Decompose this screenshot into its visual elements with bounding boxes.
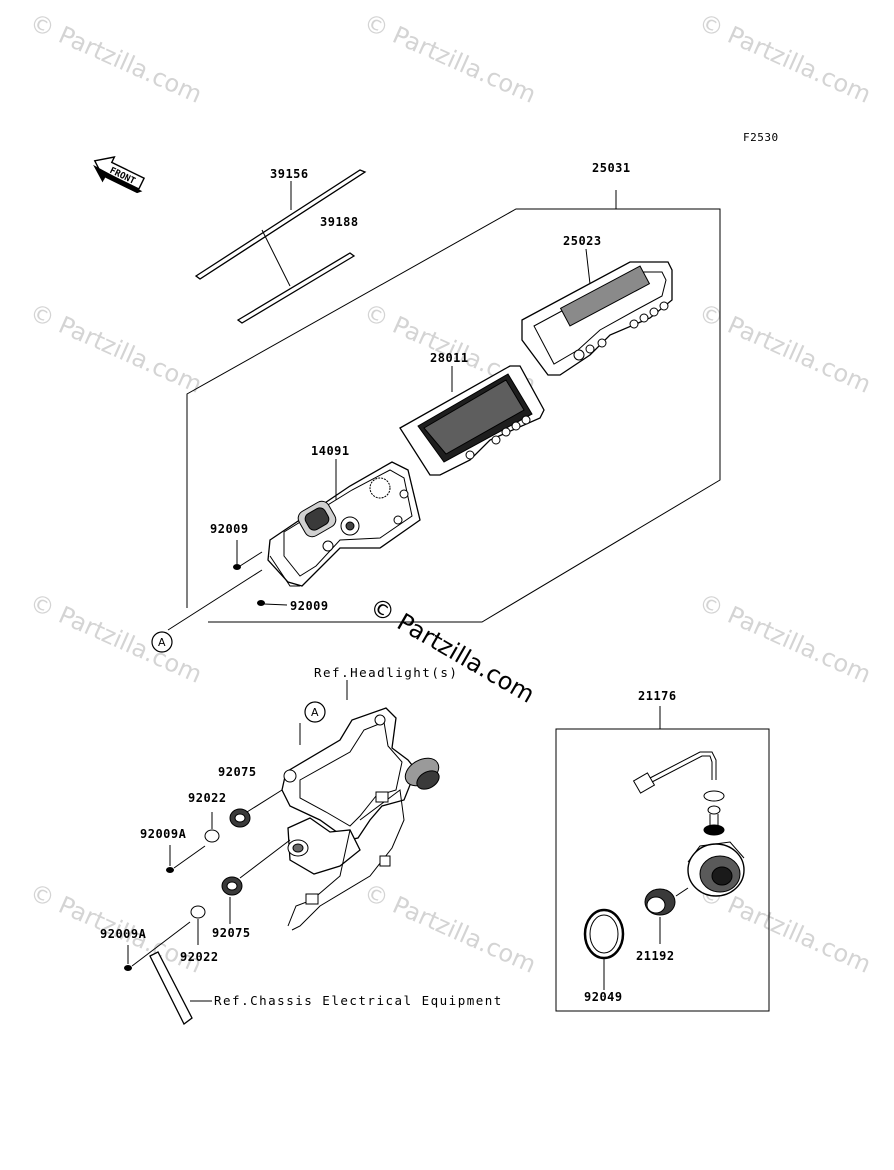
watermark: © Partzilla.com xyxy=(26,298,207,399)
front-arrow-icon: FRONT xyxy=(93,156,146,194)
callout-25031: 25031 xyxy=(592,161,631,175)
part-92049-seal xyxy=(583,908,625,990)
callout-21192: 21192 xyxy=(636,949,675,963)
part-headlight-bracket xyxy=(281,707,440,931)
callout-92009A-a: 92009A xyxy=(140,827,187,841)
callout-28011: 28011 xyxy=(430,351,469,365)
washer-92022-a xyxy=(204,812,220,843)
watermark: © Partzilla.com xyxy=(360,8,541,109)
marker-a-bottom: A xyxy=(299,701,326,745)
callout-92009A-b: 92009A xyxy=(100,927,147,941)
part-39156-glass xyxy=(194,169,367,280)
grommet-92075-b xyxy=(221,839,291,924)
diagram-code: F2530 xyxy=(743,131,779,144)
screw-92009-a xyxy=(233,540,263,570)
callout-21176: 21176 xyxy=(638,689,677,703)
ref-headlight: Ref.Headlight(s) xyxy=(314,665,458,680)
callout-39188: 39188 xyxy=(320,215,359,229)
watermark: © Partzilla.com xyxy=(695,588,876,689)
marker-a-top-label: A xyxy=(158,636,166,649)
callout-14091: 14091 xyxy=(311,444,350,458)
callout-92009-a: 92009 xyxy=(210,522,249,536)
leader-lines xyxy=(261,181,591,700)
part-25023-cover xyxy=(521,261,673,376)
callout-92009-b: 92009 xyxy=(290,599,329,613)
part-chassis-strap xyxy=(149,951,212,1025)
part-21176-sensor xyxy=(632,751,745,897)
watermark: © Partzilla.com xyxy=(695,298,876,399)
callout-39156: 39156 xyxy=(270,167,309,181)
watermark: © Partzilla.com xyxy=(26,8,207,109)
assembly-frame-25031 xyxy=(186,190,721,623)
callout-25023: 25023 xyxy=(563,234,602,248)
marker-a-top: A xyxy=(151,631,173,653)
part-21192-ring xyxy=(644,887,689,944)
callout-92022-b: 92022 xyxy=(180,950,219,964)
part-14091-case xyxy=(267,461,421,587)
center-watermark: © Partzilla.com xyxy=(365,592,539,709)
screw-92009A-b xyxy=(124,921,191,971)
part-39188-strip xyxy=(236,252,356,324)
screw-92009A-a xyxy=(166,845,206,873)
watermark: © Partzilla.com xyxy=(360,878,541,979)
callout-labels: 39156 39188 25031 25023 28011 14091 9200… xyxy=(100,161,677,1004)
ref-chassis: Ref.Chassis Electrical Equipment xyxy=(214,993,503,1008)
callout-92075-b: 92075 xyxy=(212,926,251,940)
watermark: © Partzilla.com xyxy=(26,588,207,689)
screw-92009-b xyxy=(167,569,288,631)
grommet-92075-a xyxy=(229,789,283,828)
marker-a-bottom-label: A xyxy=(311,706,319,719)
washer-92022-b xyxy=(190,905,206,945)
callout-92022-a: 92022 xyxy=(188,791,227,805)
watermark: © Partzilla.com xyxy=(695,8,876,109)
callout-92075-a: 92075 xyxy=(218,765,257,779)
assembly-box-21176 xyxy=(555,706,770,1012)
part-28011-meter xyxy=(399,365,545,476)
callout-92049: 92049 xyxy=(584,990,623,1004)
